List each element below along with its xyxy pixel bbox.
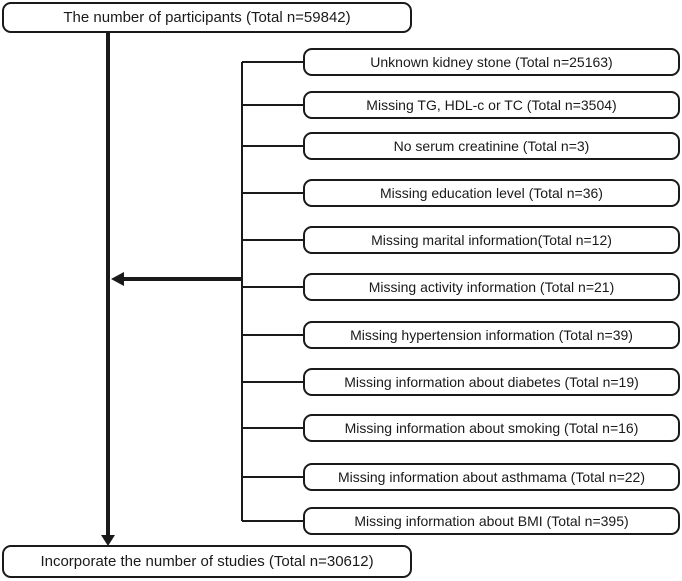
exclusion-box-missing-hypertension: Missing hypertension information (Total … (303, 321, 680, 349)
exclusion-box-no-serum-creatinine: No serum creatinine (Total n=3) (303, 132, 680, 160)
exclusion-box-missing-asthma: Missing information about asthmama (Tota… (303, 463, 680, 491)
exclusion-box-missing-bmi: Missing information about BMI (Total n=3… (303, 507, 680, 535)
exclusion-box-missing-marital: Missing marital information(Total n=12) (303, 226, 680, 254)
exclusion-box-missing-diabetes: Missing information about diabetes (Tota… (303, 368, 680, 396)
total-participants-box: The number of participants (Total n=5984… (2, 2, 412, 33)
exclusion-box-missing-lipids: Missing TG, HDL-c or TC (Total n=3504) (303, 91, 680, 119)
down-arrowhead-icon (101, 535, 115, 546)
exclusion-box-missing-smoking: Missing information about smoking (Total… (303, 414, 680, 442)
exclusion-box-unknown-kidney-stone: Unknown kidney stone (Total n=25163) (303, 48, 680, 76)
exclusion-box-missing-education: Missing education level (Total n=36) (303, 179, 680, 207)
left-arrowhead-icon (111, 272, 124, 286)
exclusion-box-missing-activity: Missing activity information (Total n=21… (303, 273, 680, 301)
incorporated-studies-box: Incorporate the number of studies (Total… (2, 545, 412, 578)
